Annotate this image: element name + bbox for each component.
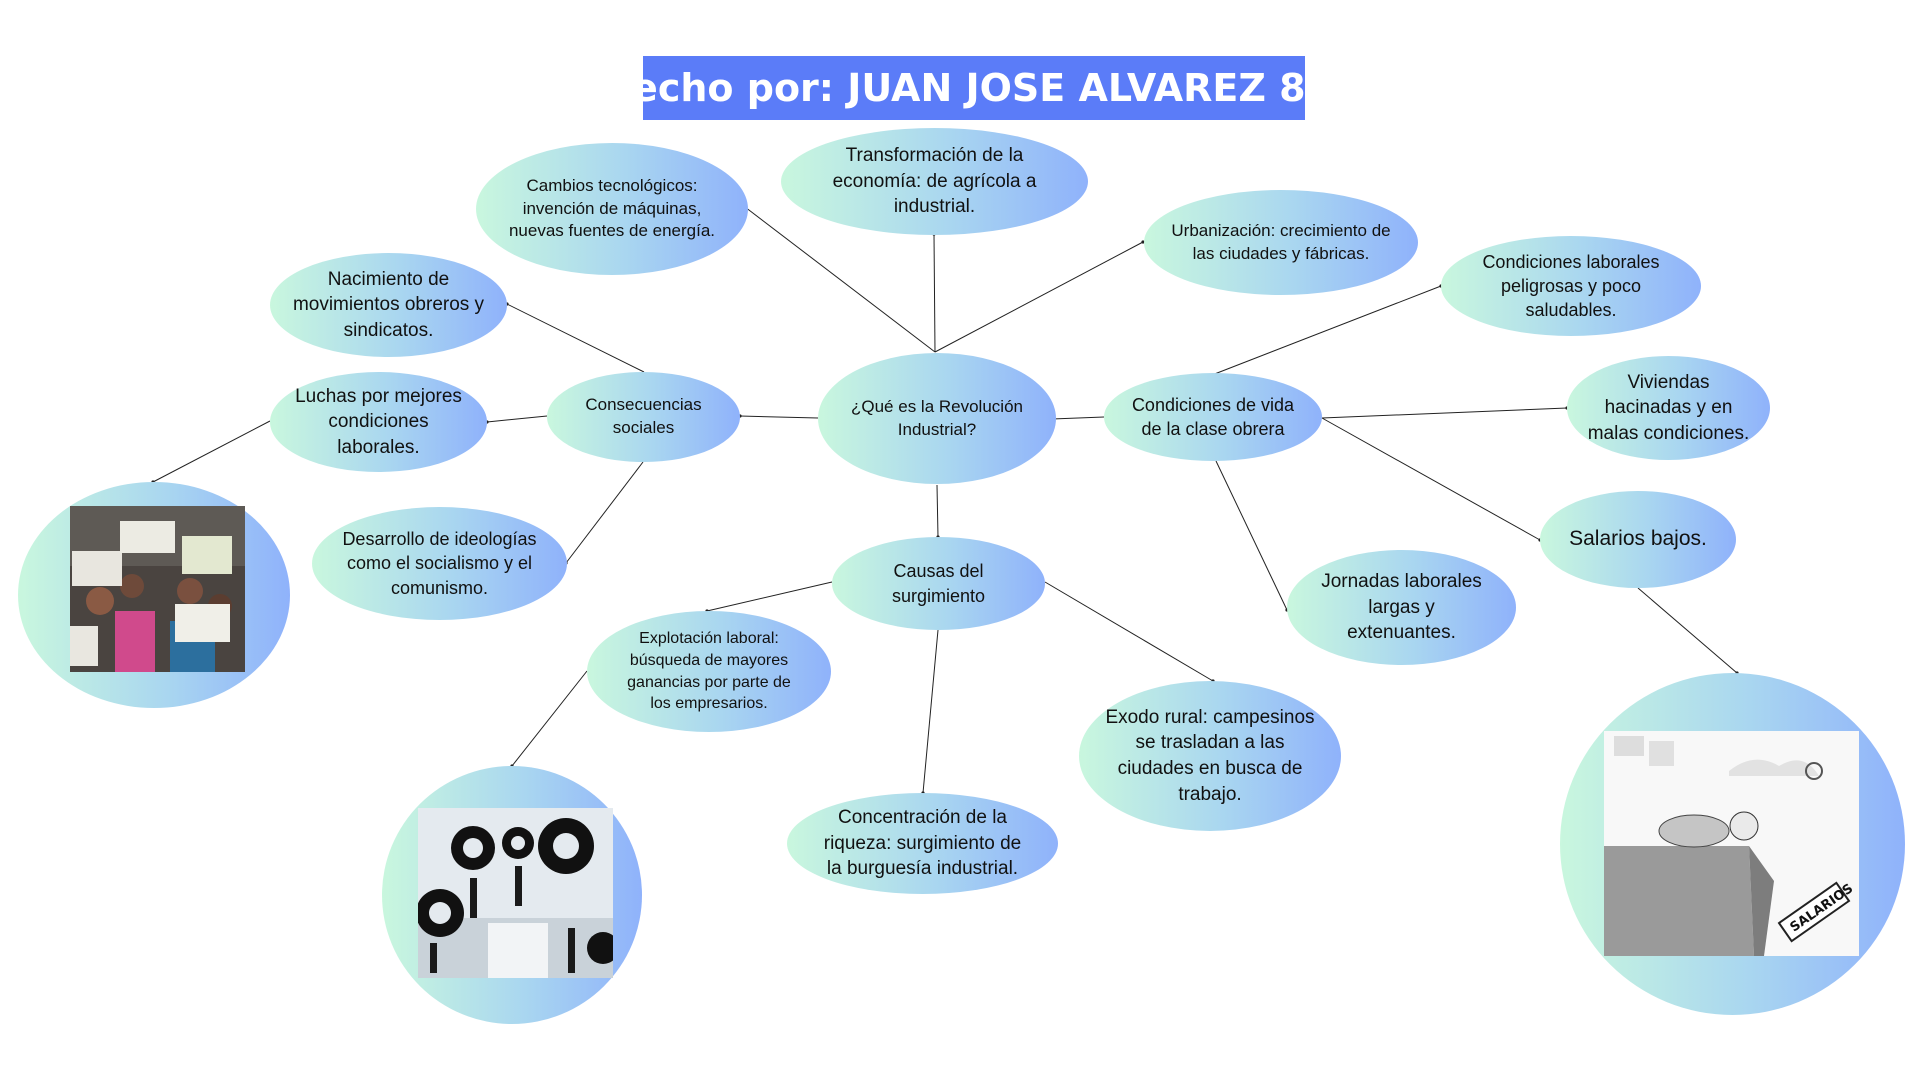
edge-salarios-cartoon	[1637, 587, 1739, 675]
node-viviendas[interactable]: Viviendas hacinadas y en malas condicion…	[1567, 356, 1770, 460]
node-concentracion[interactable]: Concentración de la riqueza: surgimiento…	[787, 793, 1058, 894]
edge-condiciones-jornadas	[1215, 460, 1289, 612]
node-nacimiento[interactable]: Nacimiento de movimientos obreros y sind…	[270, 253, 507, 357]
node-desarrollo[interactable]: Desarrollo de ideologías como el sociali…	[312, 507, 567, 620]
node-condiciones-laborales-label: Condiciones laborales peligrosas y poco …	[1482, 251, 1660, 321]
edge-center-cambios	[743, 205, 936, 353]
salarios-cartoon: SALARIOS	[1604, 731, 1859, 956]
node-condiciones-vida[interactable]: Condiciones de vida de la clase obrera	[1104, 373, 1322, 461]
node-jornadas[interactable]: Jornadas laborales largas y extenuantes.	[1287, 550, 1516, 665]
node-salarios[interactable]: Salarios bajos.	[1540, 491, 1736, 588]
node-luchas[interactable]: Luchas por mejores condiciones laborales…	[270, 372, 487, 472]
edge-consecuencias-desarrollo	[564, 461, 644, 565]
node-condiciones-laborales[interactable]: Condiciones laborales peligrosas y poco …	[1441, 236, 1701, 336]
node-viviendas-label: Viviendas hacinadas y en malas condicion…	[1587, 371, 1750, 444]
node-desarrollo-label: Desarrollo de ideologías como el sociali…	[342, 529, 537, 598]
node-condiciones-vida-label: Condiciones de vida de la clase obrera	[1131, 394, 1295, 439]
node-transformacion[interactable]: Transformación de la economía: de agríco…	[781, 128, 1088, 235]
edge-causas-concentracion	[921, 629, 939, 795]
node-salarios-label: Salarios bajos.	[1569, 527, 1707, 551]
edge-center-causas	[936, 484, 940, 539]
edge-center-condiciones	[1050, 416, 1105, 421]
edge-center-urbanizacion	[934, 240, 1145, 353]
node-center[interactable]: ¿Qué es la Revolución Industrial?	[818, 353, 1056, 484]
protest-photo	[70, 506, 245, 672]
edge-condiciones-salarios	[1321, 417, 1542, 542]
edge-explotacion-gears	[510, 670, 588, 768]
node-concentracion-label: Concentración de la riqueza: surgimiento…	[823, 807, 1022, 880]
title-banner: Hecho por: JUAN JOSE ALVAREZ 8-5	[643, 56, 1305, 120]
edge-consecuencias-luchas	[485, 415, 548, 424]
edge-center-transformacion	[932, 232, 936, 353]
node-cambios-label: Cambios tecnológicos: invención de máqui…	[508, 175, 716, 241]
node-causas[interactable]: Causas del surgimiento	[832, 537, 1045, 630]
node-consecuencias-label: Consecuencias sociales	[585, 395, 702, 437]
node-cambios-tecnologicos[interactable]: Cambios tecnológicos: invención de máqui…	[476, 143, 748, 275]
edge-center-consecuencias	[738, 414, 819, 419]
node-causas-label: Causas del surgimiento	[891, 561, 986, 606]
node-luchas-label: Luchas por mejores condiciones laborales…	[295, 385, 462, 458]
edge-luchas-photo	[151, 420, 271, 484]
node-consecuencias[interactable]: Consecuencias sociales	[547, 372, 740, 462]
node-nacimiento-label: Nacimiento de movimientos obreros y sind…	[292, 268, 485, 341]
node-urbanizacion[interactable]: Urbanización: crecimiento de las ciudade…	[1144, 190, 1418, 295]
edge-causas-explotacion	[705, 581, 833, 613]
edge-causas-exodo	[1044, 581, 1215, 683]
node-exodo-label: Exodo rural: campesinos se trasladan a l…	[1105, 706, 1315, 805]
node-explotacion-label: Explotación laboral: búsqueda de mayores…	[627, 630, 791, 713]
edge-condiciones-laborales	[1211, 284, 1443, 376]
edge-consecuencias-nacimiento	[505, 302, 645, 373]
edge-condiciones-viviendas	[1321, 406, 1569, 419]
node-jornadas-label: Jornadas laborales largas y extenuantes.	[1321, 571, 1482, 644]
gears-photo	[418, 808, 613, 978]
node-transformacion-label: Transformación de la economía: de agríco…	[832, 145, 1037, 218]
node-urbanizacion-label: Urbanización: crecimiento de las ciudade…	[1171, 220, 1391, 263]
node-exodo[interactable]: Exodo rural: campesinos se trasladan a l…	[1079, 681, 1341, 831]
node-center-label: ¿Qué es la Revolución Industrial?	[851, 396, 1023, 439]
node-explotacion[interactable]: Explotación laboral: búsqueda de mayores…	[587, 611, 831, 732]
